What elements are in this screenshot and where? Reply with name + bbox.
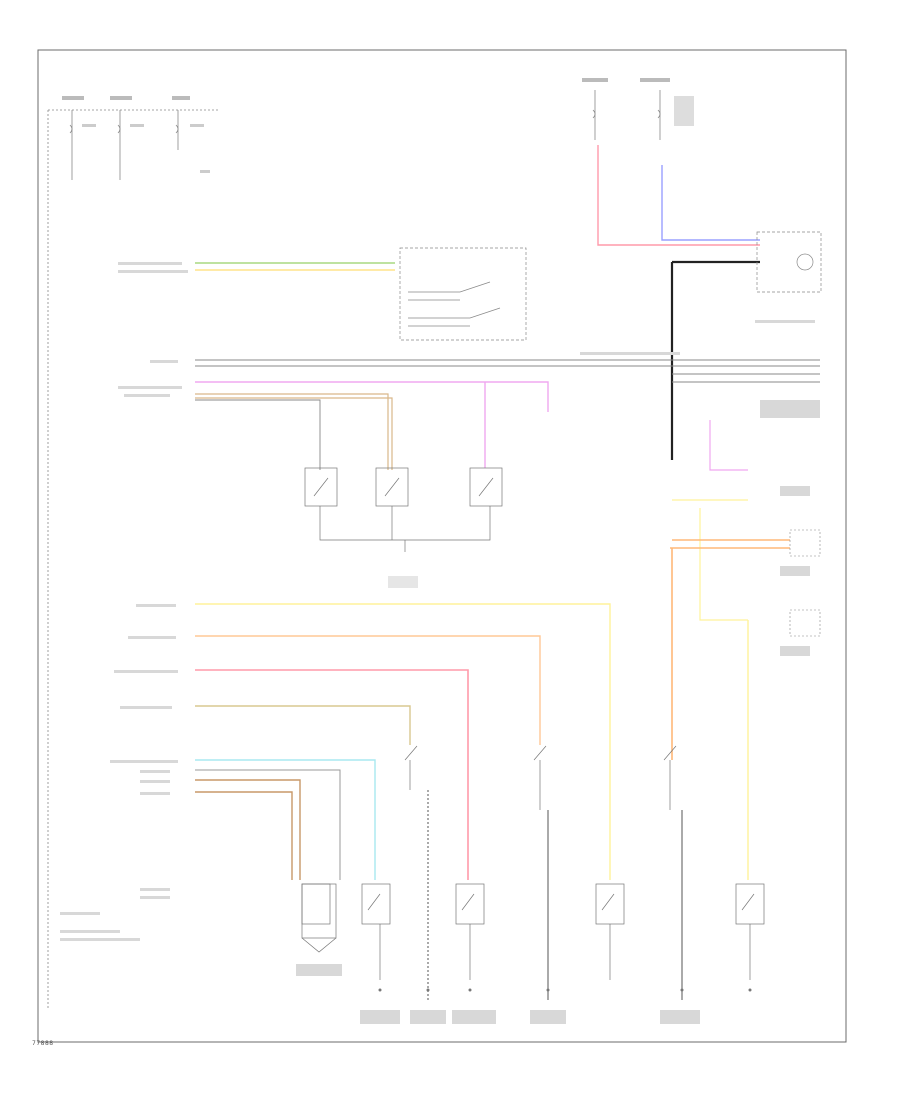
switch-row-middle bbox=[404, 745, 677, 810]
ground-terminals bbox=[378, 988, 752, 992]
wire-grey-lower-1 bbox=[195, 769, 341, 880]
fuse-labels-top-right bbox=[582, 78, 694, 126]
switch-symbol-top-right bbox=[796, 253, 814, 271]
wire-pink-long bbox=[195, 669, 469, 880]
fuse-group-top-left bbox=[47, 109, 220, 1010]
wire-orange-right bbox=[670, 539, 790, 549]
wire-brown-1 bbox=[195, 779, 301, 880]
wire-tan-upper bbox=[195, 393, 393, 470]
wire-light-yellow-long bbox=[195, 603, 611, 880]
wire-violet-right bbox=[709, 420, 748, 471]
switch-box-center bbox=[399, 247, 527, 341]
wire-grey-switch-1 bbox=[195, 399, 321, 470]
wire-cyan bbox=[195, 759, 376, 880]
connector-right-1 bbox=[789, 529, 821, 557]
connector-right-2 bbox=[789, 609, 821, 637]
diagram-frame bbox=[37, 49, 847, 1043]
ground-label-upper bbox=[388, 576, 418, 588]
label-placeholders bbox=[60, 262, 820, 1024]
wire-black-top bbox=[670, 260, 760, 460]
wire-orange-long bbox=[195, 635, 541, 745]
switch-row-lower bbox=[301, 883, 765, 980]
switch-row-upper bbox=[304, 467, 503, 552]
diagram-code: 77888 bbox=[32, 1040, 54, 1047]
ground-drops bbox=[427, 790, 683, 1000]
wire-pink-top bbox=[597, 145, 760, 246]
fuse-labels-top-left bbox=[62, 96, 210, 173]
controller-base bbox=[301, 937, 337, 953]
fuse-group-top-right bbox=[592, 90, 661, 140]
wire-yellow-right bbox=[672, 499, 748, 621]
switch-box-top-right bbox=[756, 231, 822, 293]
wire-violet bbox=[195, 381, 549, 468]
wire-tan-long bbox=[195, 705, 411, 745]
controller-box bbox=[301, 883, 337, 939]
switch-contacts-center bbox=[408, 281, 501, 327]
wire-brown-2 bbox=[195, 791, 293, 880]
wire-blue-top bbox=[661, 165, 760, 241]
